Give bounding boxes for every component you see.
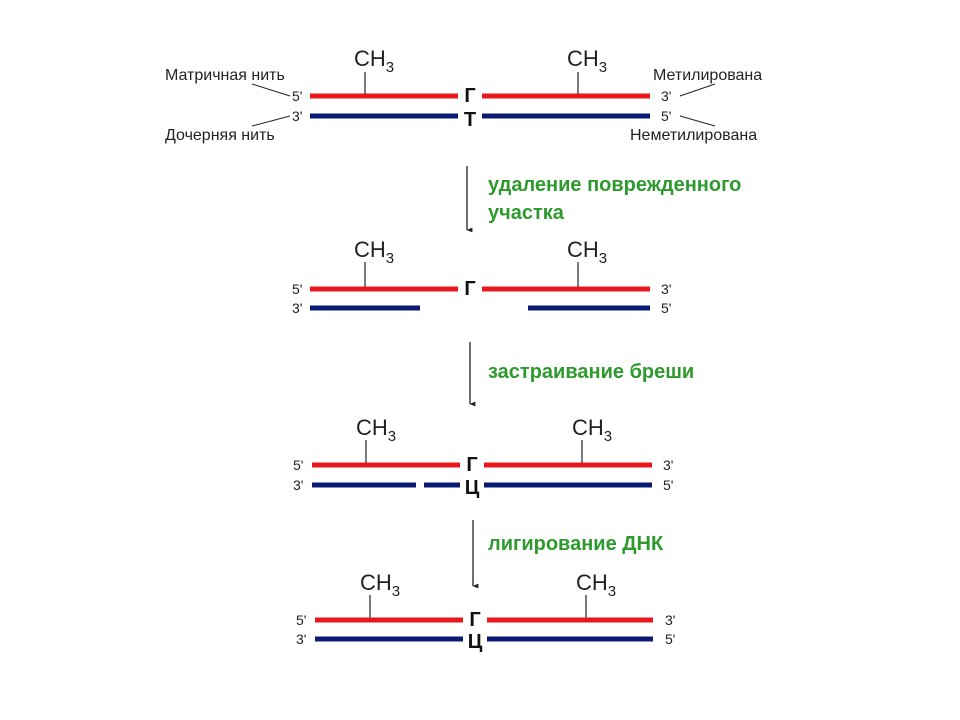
end-mark-3-right: 3' (661, 281, 671, 297)
base-cytosine: Ц (468, 631, 483, 653)
dna-row-nick: CH3 CH3 Г Ц 5' 3' 3' 5' (293, 415, 673, 499)
methyl-group-right: CH3 (576, 570, 616, 620)
step-label-removal: удаление поврежденного (488, 174, 741, 196)
end-mark-5-right: 5' (663, 477, 673, 493)
methyl-group-right: CH3 (567, 46, 607, 96)
leader-line (679, 83, 716, 97)
svg-text:CH3: CH3 (567, 237, 607, 267)
end-mark-3-left: 3' (293, 477, 303, 493)
end-mark-3-left: 3' (292, 108, 302, 124)
leader-line (251, 115, 291, 127)
svg-text:CH3: CH3 (576, 570, 616, 600)
base-guanine: Г (464, 278, 475, 300)
end-mark-5-right: 5' (665, 631, 675, 647)
svg-text:CH3: CH3 (356, 415, 396, 445)
dna-row-mismatch: CH3 CH3 Г Т 5' 3' 3' 5' Матричная нить Д… (165, 46, 762, 144)
methyl-group-right: CH3 (572, 415, 612, 465)
methyl-group-left: CH3 (360, 570, 400, 620)
label-daughter-strand: Дочерняя нить (165, 127, 275, 144)
methyl-group-left: CH3 (354, 237, 394, 289)
end-mark-3-right: 3' (663, 457, 673, 473)
end-mark-5-left: 5' (296, 612, 306, 628)
svg-text:CH3: CH3 (354, 237, 394, 267)
end-mark-5-left: 5' (292, 281, 302, 297)
end-mark-5-right: 5' (661, 300, 671, 316)
end-mark-3-right: 3' (661, 88, 671, 104)
end-mark-5-right: 5' (661, 108, 671, 124)
end-mark-3-left: 3' (292, 300, 302, 316)
base-guanine: Г (469, 609, 480, 631)
dna-row-gap: CH3 CH3 Г 5' 3' 3' 5' (292, 237, 671, 316)
leader-line (679, 115, 716, 127)
step-label-removal-cont: участка (488, 202, 565, 224)
base-guanine: Г (466, 454, 477, 476)
base-guanine: Г (464, 85, 475, 107)
methyl-group-left: CH3 (354, 46, 394, 96)
step-label-ligation: лигирование ДНК (488, 533, 664, 555)
dna-row-ligated: CH3 CH3 Г Ц 5' 3' 3' 5' (296, 570, 675, 653)
end-mark-3-left: 3' (296, 631, 306, 647)
svg-text:CH3: CH3 (354, 46, 394, 76)
svg-text:CH3: CH3 (360, 570, 400, 600)
label-methylated: Метилирована (653, 67, 762, 84)
svg-text:CH3: CH3 (572, 415, 612, 445)
label-matrix-strand: Матричная нить (165, 67, 285, 84)
leader-line (251, 83, 291, 97)
step-label-gap-filling: застраивание бреши (488, 361, 694, 383)
label-unmethylated: Неметилирована (630, 127, 757, 144)
end-mark-5-left: 5' (292, 88, 302, 104)
base-mismatch: Т (464, 109, 476, 131)
end-mark-5-left: 5' (293, 457, 303, 473)
methyl-group-right: CH3 (567, 237, 607, 289)
end-mark-3-right: 3' (665, 612, 675, 628)
base-cytosine: Ц (465, 477, 480, 499)
methyl-group-left: CH3 (356, 415, 396, 465)
svg-text:CH3: CH3 (567, 46, 607, 76)
